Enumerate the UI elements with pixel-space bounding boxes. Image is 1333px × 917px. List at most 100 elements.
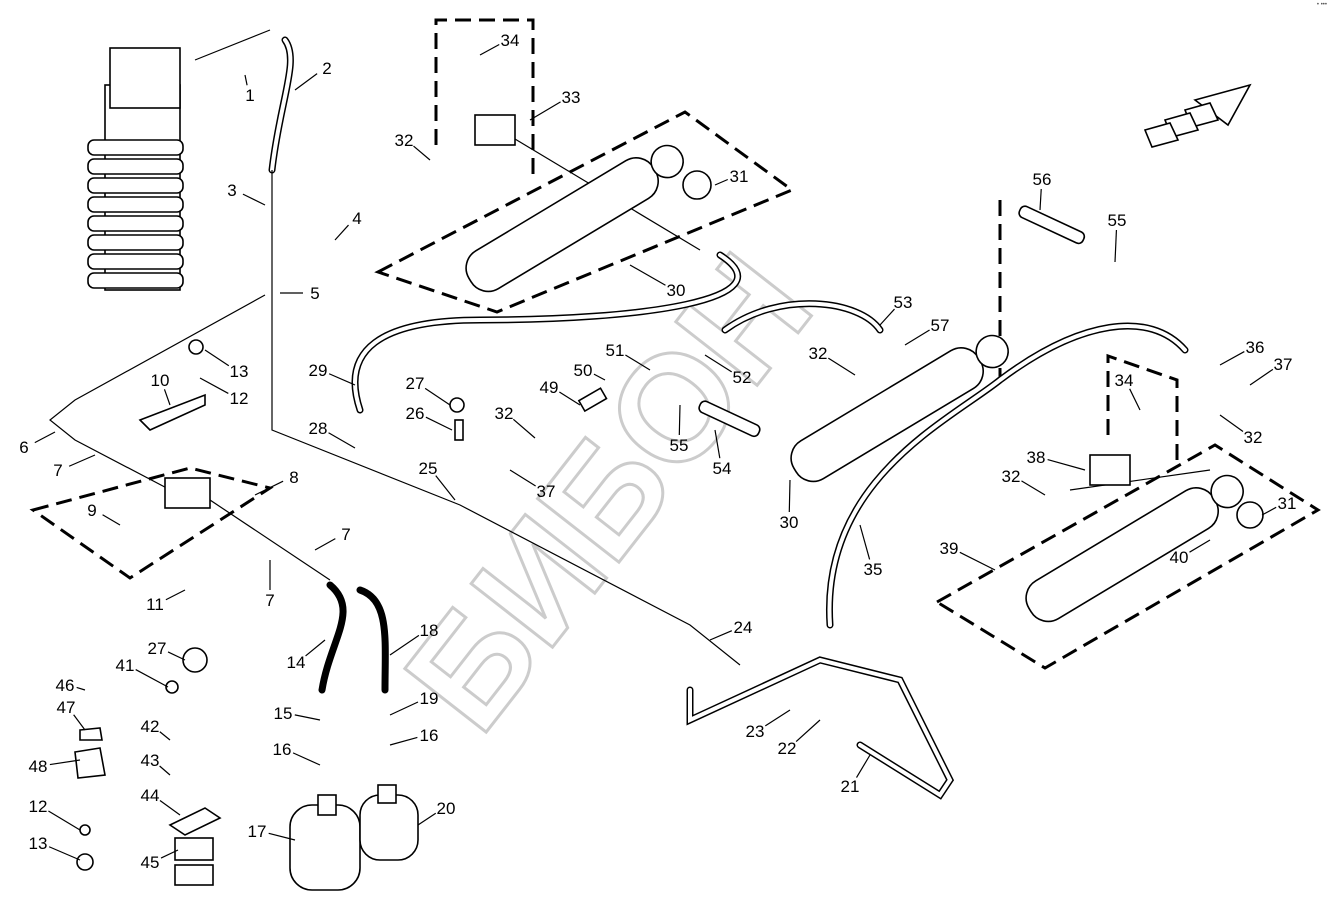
part-number-label: 30 (667, 281, 686, 300)
valve-38 (1089, 454, 1131, 486)
leader-line (268, 832, 296, 841)
leader-line (959, 551, 996, 571)
part-number-label: 29 (309, 361, 328, 380)
leader-line (294, 714, 321, 721)
part-number-label: 53 (894, 293, 913, 312)
part-number-label: 31 (730, 167, 749, 186)
leader-line (1189, 539, 1211, 553)
leader-line (204, 349, 230, 367)
leader-line (764, 709, 791, 727)
part-number-label: 49 (540, 378, 559, 397)
valve-section (87, 177, 184, 194)
part-number-label: 51 (606, 341, 625, 360)
part-number-label: 31 (1278, 494, 1297, 513)
part-number-label: 27 (406, 374, 425, 393)
part-number-label: 32 (495, 404, 514, 423)
leader-line (165, 589, 186, 601)
small-parts (74, 114, 1264, 891)
leader-line (678, 404, 681, 436)
part-number-label: 12 (230, 389, 249, 408)
valve-top (109, 47, 181, 109)
leader-line (714, 429, 721, 459)
part-number-label: 8 (289, 468, 298, 487)
part-number-label: 16 (420, 726, 439, 745)
part-number-label: 24 (734, 618, 753, 637)
part-number-label: 7 (341, 525, 350, 544)
part-number-label: 17 (248, 822, 267, 841)
leader-line (709, 630, 733, 641)
leader-line (328, 432, 356, 449)
direction-arrow (1143, 83, 1252, 148)
part-number-label: 21 (841, 777, 860, 796)
leader-line (904, 329, 930, 346)
leader-line (160, 849, 179, 859)
leader-line (48, 846, 81, 861)
part-number-label: 33 (562, 88, 581, 107)
part-number-label: 20 (437, 799, 456, 818)
leader-line (512, 418, 536, 439)
leader-line (48, 810, 81, 831)
leader-line (788, 479, 791, 513)
leader-line (389, 634, 420, 656)
leader-line (34, 431, 56, 444)
part-number-label: 32 (809, 344, 828, 363)
part-number-label: 30 (780, 513, 799, 532)
part-number-label: 37 (537, 482, 556, 501)
leader-line (305, 639, 326, 657)
part-number-label: 37 (1274, 355, 1293, 374)
leader-line (159, 800, 181, 816)
valve-33 (474, 114, 516, 146)
leader-line (102, 514, 121, 526)
leader-line (199, 377, 229, 394)
part-number-label: 1 (245, 86, 254, 105)
part-number-label: 48 (29, 757, 48, 776)
valve-section (87, 234, 184, 251)
part-number-label: 14 (287, 653, 306, 672)
part-number-label: 15 (274, 704, 293, 723)
part-number-label: 11 (146, 595, 164, 614)
leader-line (855, 754, 871, 778)
leader-line (135, 669, 169, 688)
leader-line (479, 43, 500, 56)
part-number-label: 55 (1108, 211, 1127, 230)
part-number-label: 13 (230, 362, 249, 381)
valve-section (87, 158, 184, 175)
leader-line (1261, 506, 1277, 516)
part-number-label: 32 (1002, 467, 1021, 486)
leader-line (435, 475, 456, 501)
part-number-label: 10 (151, 371, 170, 390)
leader-line (1114, 229, 1118, 263)
leader-line (334, 224, 349, 241)
leader-line (1129, 388, 1141, 411)
part-number-label: 7 (53, 461, 62, 480)
leader-line (159, 731, 171, 741)
leader-line (795, 719, 821, 742)
part-number-label: 5 (310, 284, 319, 303)
part-number-label: 6 (19, 438, 28, 457)
part-number-label: 36 (1246, 338, 1265, 357)
part-number-label: 22 (778, 739, 797, 758)
leader-line (417, 812, 437, 826)
part-number-label: 16 (273, 740, 292, 759)
part-number-label: 25 (419, 459, 438, 478)
plate-44 (168, 807, 222, 836)
leader-line (1219, 414, 1244, 432)
leader-line (294, 73, 318, 91)
leader-lines (34, 43, 1277, 861)
leader-line (1047, 458, 1086, 471)
leader-line (328, 373, 356, 386)
part-number-label: 52 (733, 368, 752, 387)
part-number-label: 45 (141, 853, 160, 872)
bracket-10 (138, 393, 206, 431)
group-box-30-top (374, 110, 796, 314)
leader-line (389, 701, 419, 716)
leader-line (424, 387, 451, 406)
leader-line (73, 714, 86, 731)
leader-line (629, 264, 666, 286)
leader-line (1039, 188, 1042, 211)
part-number-label: 56 (1033, 170, 1052, 189)
group-box-39 (934, 443, 1321, 670)
part-number-label: 7 (265, 591, 274, 610)
part-number-label: 34 (1115, 371, 1134, 390)
